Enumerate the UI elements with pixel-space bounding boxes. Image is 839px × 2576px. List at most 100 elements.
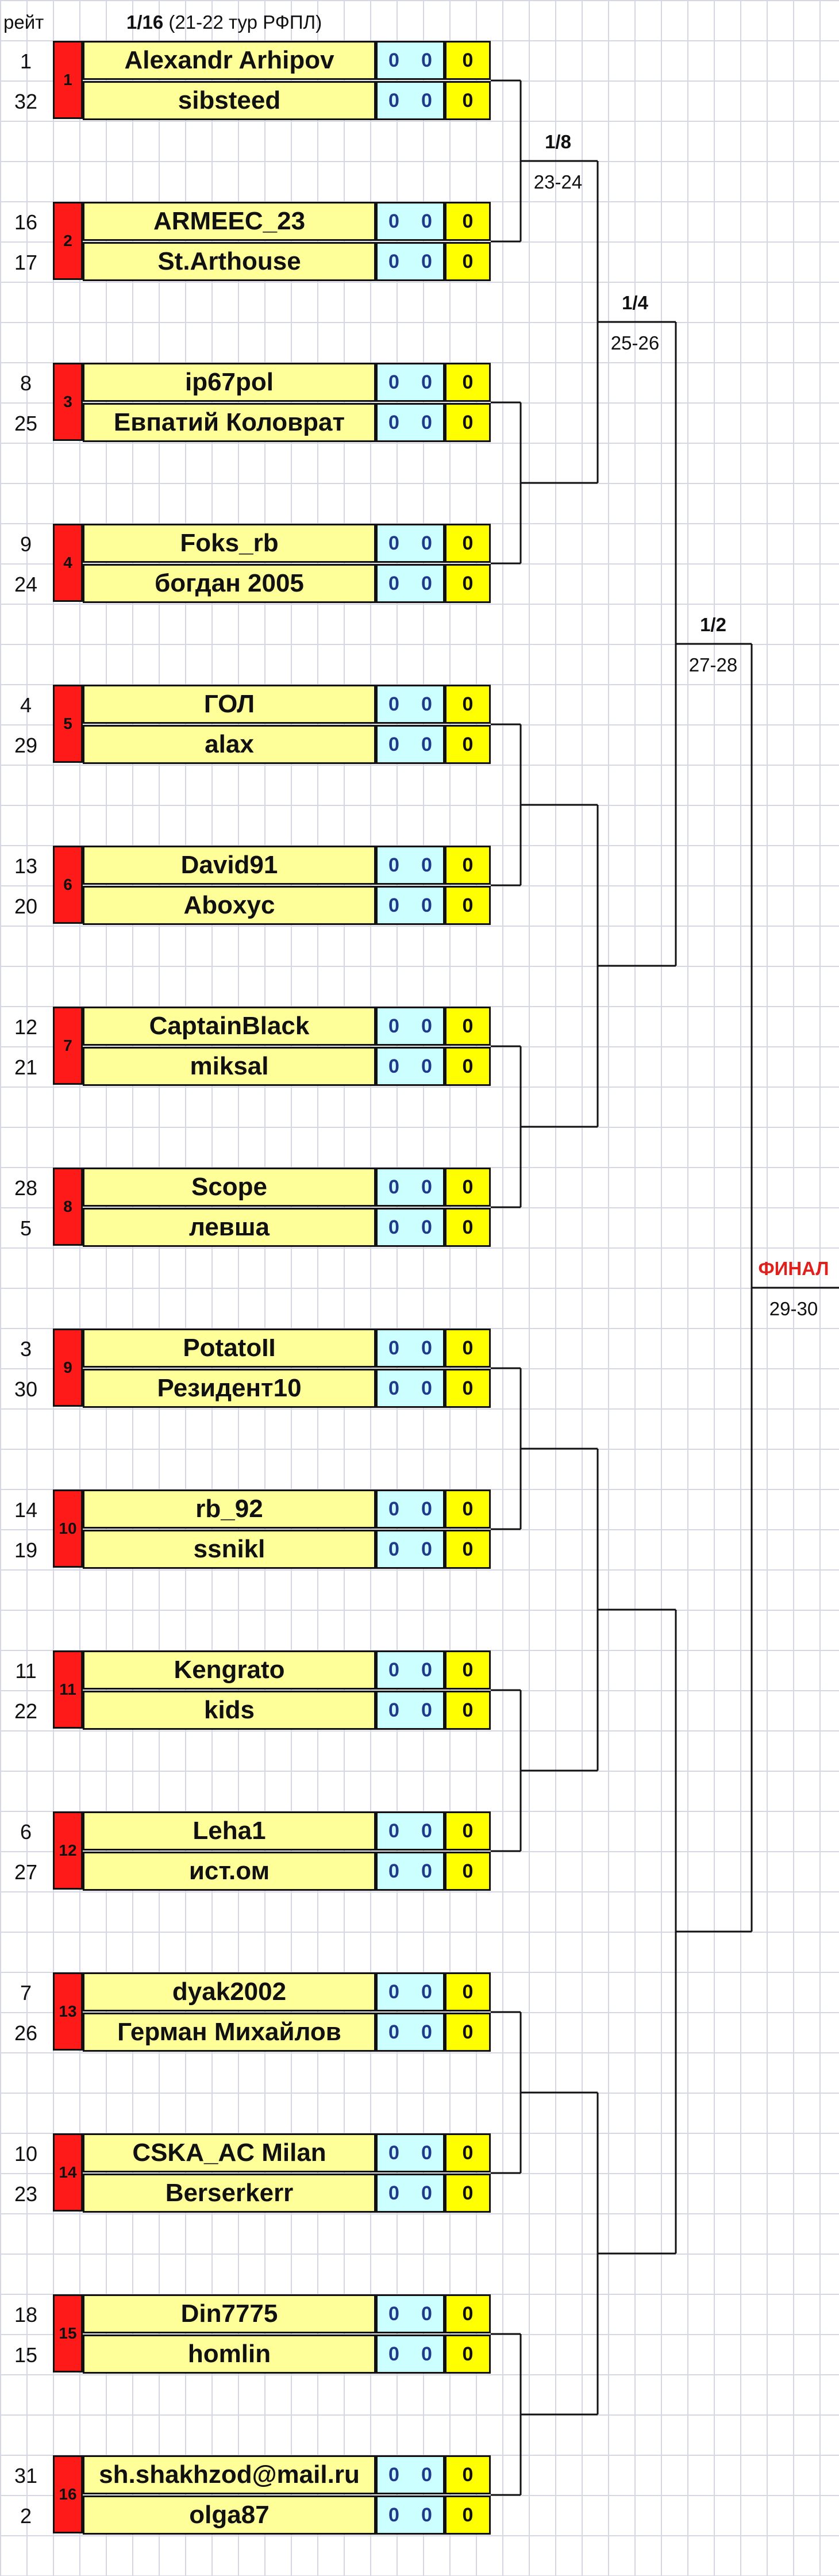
seed-rating: 7 xyxy=(20,1981,32,2005)
player-name[interactable]: alax xyxy=(83,725,376,764)
score-leg-2: 0 xyxy=(421,1659,432,1681)
score-leg-2: 0 xyxy=(421,2141,432,2164)
player-name[interactable]: ip67pol xyxy=(83,363,376,402)
aggregate-score: 0 xyxy=(445,725,491,764)
aggregate-score: 0 xyxy=(445,1530,491,1569)
seed-rating: 27 xyxy=(14,1860,38,1884)
score-leg-2: 0 xyxy=(421,894,432,916)
match-number: 16 xyxy=(53,2455,83,2533)
round-of-16-range: 23-24 xyxy=(533,171,583,193)
round-of-16-label: 1/8 xyxy=(545,131,571,152)
player-name[interactable]: Alexandr Arhipov xyxy=(83,41,376,80)
player-name[interactable]: olga87 xyxy=(83,2496,376,2535)
player-name[interactable]: David91 xyxy=(83,846,376,885)
aggregate-score: 0 xyxy=(445,1168,491,1207)
aggregate-score: 0 xyxy=(445,1811,491,1851)
score-leg-2: 0 xyxy=(421,2021,432,2043)
player-name[interactable]: Berserkerr xyxy=(83,2174,376,2213)
player-name[interactable]: Резидент10 xyxy=(83,1369,376,1408)
score-leg-2: 0 xyxy=(421,1337,432,1359)
score-leg-2: 0 xyxy=(421,733,432,755)
quarterfinal-range: 25-26 xyxy=(610,332,660,354)
player-name[interactable]: Герман Михайлов xyxy=(83,2013,376,2052)
match-number: 4 xyxy=(53,524,83,602)
score-leg-2: 0 xyxy=(421,1980,432,2003)
player-name[interactable]: Scope xyxy=(83,1168,376,1207)
score-leg-1: 0 xyxy=(388,572,399,594)
match-scores: 0 0 xyxy=(376,2013,445,2052)
player-name[interactable]: PotatoII xyxy=(83,1329,376,1368)
score-leg-2: 0 xyxy=(421,572,432,594)
seed-rating: 16 xyxy=(14,210,38,234)
player-name[interactable]: CaptainBlack xyxy=(83,1007,376,1046)
score-leg-1: 0 xyxy=(388,371,399,393)
player-name[interactable]: St.Arthouse xyxy=(83,242,376,281)
seed-rating: 21 xyxy=(14,1055,38,1079)
score-leg-2: 0 xyxy=(421,1015,432,1037)
player-name[interactable]: kids xyxy=(83,1691,376,1730)
player-name[interactable]: rb_92 xyxy=(83,1489,376,1529)
aggregate-score: 0 xyxy=(445,1329,491,1368)
score-leg-2: 0 xyxy=(421,693,432,715)
seed-rating: 11 xyxy=(15,1659,37,1683)
match-scores: 0 0 xyxy=(376,1691,445,1730)
player-name[interactable]: левша xyxy=(83,1208,376,1247)
match-scores: 0 0 xyxy=(376,1168,445,1207)
round-of-32-label: 1/16 xyxy=(126,11,164,33)
score-leg-2: 0 xyxy=(421,1498,432,1520)
final-range: 29-30 xyxy=(769,1298,818,1319)
match-scores: 0 0 xyxy=(376,1530,445,1569)
player-name[interactable]: miksal xyxy=(83,1047,376,1086)
player-name[interactable]: sh.shakhzod@mail.ru xyxy=(83,2455,376,2494)
round-of-32-note: (21-22 тур РФПЛ) xyxy=(168,11,322,33)
score-leg-2: 0 xyxy=(421,89,432,112)
player-name[interactable]: dyak2002 xyxy=(83,1972,376,2011)
score-leg-1: 0 xyxy=(388,1819,399,1842)
match-number: 8 xyxy=(53,1168,83,1246)
aggregate-score: 0 xyxy=(445,363,491,402)
final-label: ФИНАЛ xyxy=(758,1258,829,1279)
score-leg-2: 0 xyxy=(421,1216,432,1238)
match-scores: 0 0 xyxy=(376,1329,445,1368)
match-number: 7 xyxy=(53,1007,83,1085)
player-name[interactable]: sibsteed xyxy=(83,81,376,120)
player-name[interactable]: Евпатий Коловрат xyxy=(83,403,376,442)
quarterfinal-label: 1/4 xyxy=(622,292,648,313)
player-name[interactable]: Din7775 xyxy=(83,2294,376,2333)
player-name[interactable]: богдан 2005 xyxy=(83,564,376,603)
score-leg-2: 0 xyxy=(421,2343,432,2365)
player-name[interactable]: Leha1 xyxy=(83,1811,376,1851)
match-scores: 0 0 xyxy=(376,41,445,80)
player-name[interactable]: ARMEEC_23 xyxy=(83,202,376,241)
score-leg-2: 0 xyxy=(421,854,432,876)
player-name[interactable]: ssnikl xyxy=(83,1530,376,1569)
player-name[interactable]: ист.ом xyxy=(83,1852,376,1891)
seed-rating: 3 xyxy=(20,1337,32,1361)
score-leg-1: 0 xyxy=(388,2302,399,2325)
score-leg-1: 0 xyxy=(388,1498,399,1520)
match-scores: 0 0 xyxy=(376,1007,445,1046)
seed-rating: 1 xyxy=(20,49,32,73)
score-leg-1: 0 xyxy=(388,2343,399,2365)
match-number: 3 xyxy=(53,363,83,441)
aggregate-score: 0 xyxy=(445,41,491,80)
score-leg-2: 0 xyxy=(421,532,432,554)
score-leg-2: 0 xyxy=(421,1699,432,1721)
player-name[interactable]: Aboxyc xyxy=(83,886,376,925)
player-name[interactable]: ГОЛ xyxy=(83,685,376,724)
player-name[interactable]: Kengrato xyxy=(83,1650,376,1690)
score-leg-1: 0 xyxy=(388,89,399,112)
seed-rating: 23 xyxy=(14,2182,38,2206)
match-scores: 0 0 xyxy=(376,202,445,241)
player-name[interactable]: Foks_rb xyxy=(83,524,376,563)
score-leg-2: 0 xyxy=(421,2302,432,2325)
aggregate-score: 0 xyxy=(445,1369,491,1408)
aggregate-score: 0 xyxy=(445,403,491,442)
semifinal-range: 27-28 xyxy=(688,654,738,675)
aggregate-score: 0 xyxy=(445,2335,491,2374)
seed-rating: 6 xyxy=(20,1820,32,1844)
player-name[interactable]: CSKA_AC Milan xyxy=(83,2133,376,2172)
seed-rating: 19 xyxy=(14,1538,38,1562)
score-leg-2: 0 xyxy=(421,371,432,393)
player-name[interactable]: homlin xyxy=(83,2335,376,2374)
